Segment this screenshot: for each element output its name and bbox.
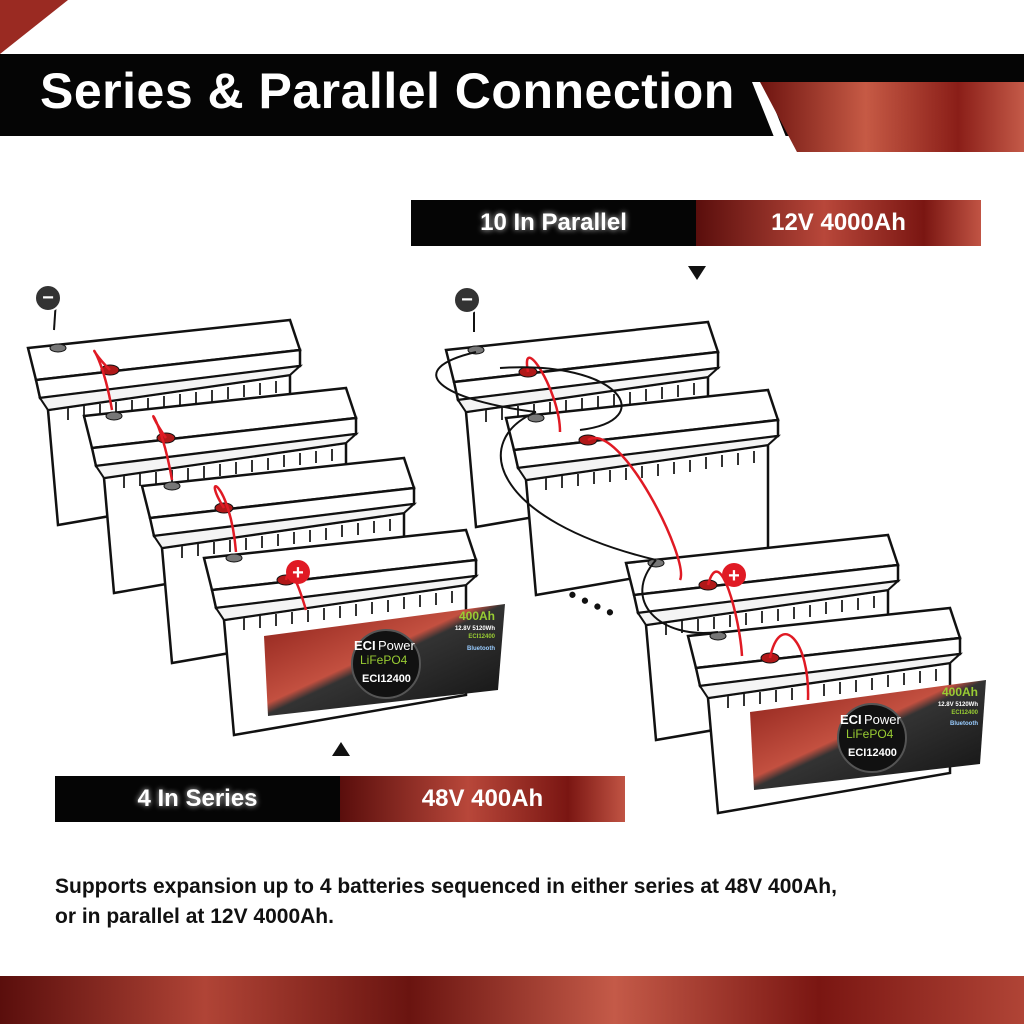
ellipsis: • • • • [564, 582, 619, 625]
svg-text:400Ah: 400Ah [942, 685, 978, 699]
parallel-wires [53, 299, 719, 635]
series-value: 48V 400Ah [340, 776, 625, 822]
svg-text:Power: Power [864, 712, 902, 727]
series-label: 4 In Series [55, 776, 340, 822]
footer-bar [0, 976, 1024, 1024]
title-accent [760, 82, 1024, 152]
series-banner: 4 In Series 48V 400Ah [55, 776, 625, 822]
svg-text:+: + [292, 562, 304, 584]
parallel-banner: 10 In Parallel 12V 4000Ah [411, 200, 981, 246]
battery-label-right: 400Ah 12.8V 5120Wh ECI12400 Bluetooth EC… [750, 680, 986, 790]
svg-text:LiFePO4: LiFePO4 [846, 727, 894, 741]
series-arrow-icon [332, 742, 350, 756]
svg-text:ECI12400: ECI12400 [848, 747, 897, 759]
svg-text:400Ah: 400Ah [459, 609, 495, 623]
svg-text:−: − [42, 287, 54, 309]
svg-text:LiFePO4: LiFePO4 [360, 653, 408, 667]
svg-text:−: − [461, 289, 473, 311]
svg-text:Power: Power [378, 638, 416, 653]
description: Supports expansion up to 4 batteries seq… [55, 875, 837, 928]
corner-accent [0, 0, 68, 54]
negative-terminal-right: − [453, 286, 481, 314]
svg-text:ECI12400: ECI12400 [951, 710, 978, 716]
svg-text:ECI: ECI [354, 638, 376, 653]
svg-text:Bluetooth: Bluetooth [950, 721, 978, 727]
svg-text:ECI: ECI [840, 712, 862, 727]
svg-text:12.8V 5120Wh: 12.8V 5120Wh [455, 626, 495, 632]
svg-text:Bluetooth: Bluetooth [467, 646, 495, 652]
negative-terminal-left: − [34, 284, 62, 312]
positive-terminal-left: + [286, 560, 310, 584]
positive-terminal-right: + [722, 563, 746, 587]
svg-text:ECI12400: ECI12400 [468, 634, 495, 640]
battery-label-left: 400Ah 12.8V 5120Wh ECI12400 Bluetooth EC… [264, 604, 505, 716]
parallel-value: 12V 4000Ah [696, 200, 981, 246]
parallel-label: 10 In Parallel [411, 200, 696, 246]
svg-text:+: + [728, 565, 740, 587]
parallel-arrow-icon [688, 266, 706, 280]
svg-text:12.8V 5120Wh: 12.8V 5120Wh [938, 702, 978, 708]
series-wires [93, 349, 810, 701]
page-title: Series & Parallel Connection [40, 63, 735, 119]
svg-text:ECI12400: ECI12400 [362, 673, 411, 685]
